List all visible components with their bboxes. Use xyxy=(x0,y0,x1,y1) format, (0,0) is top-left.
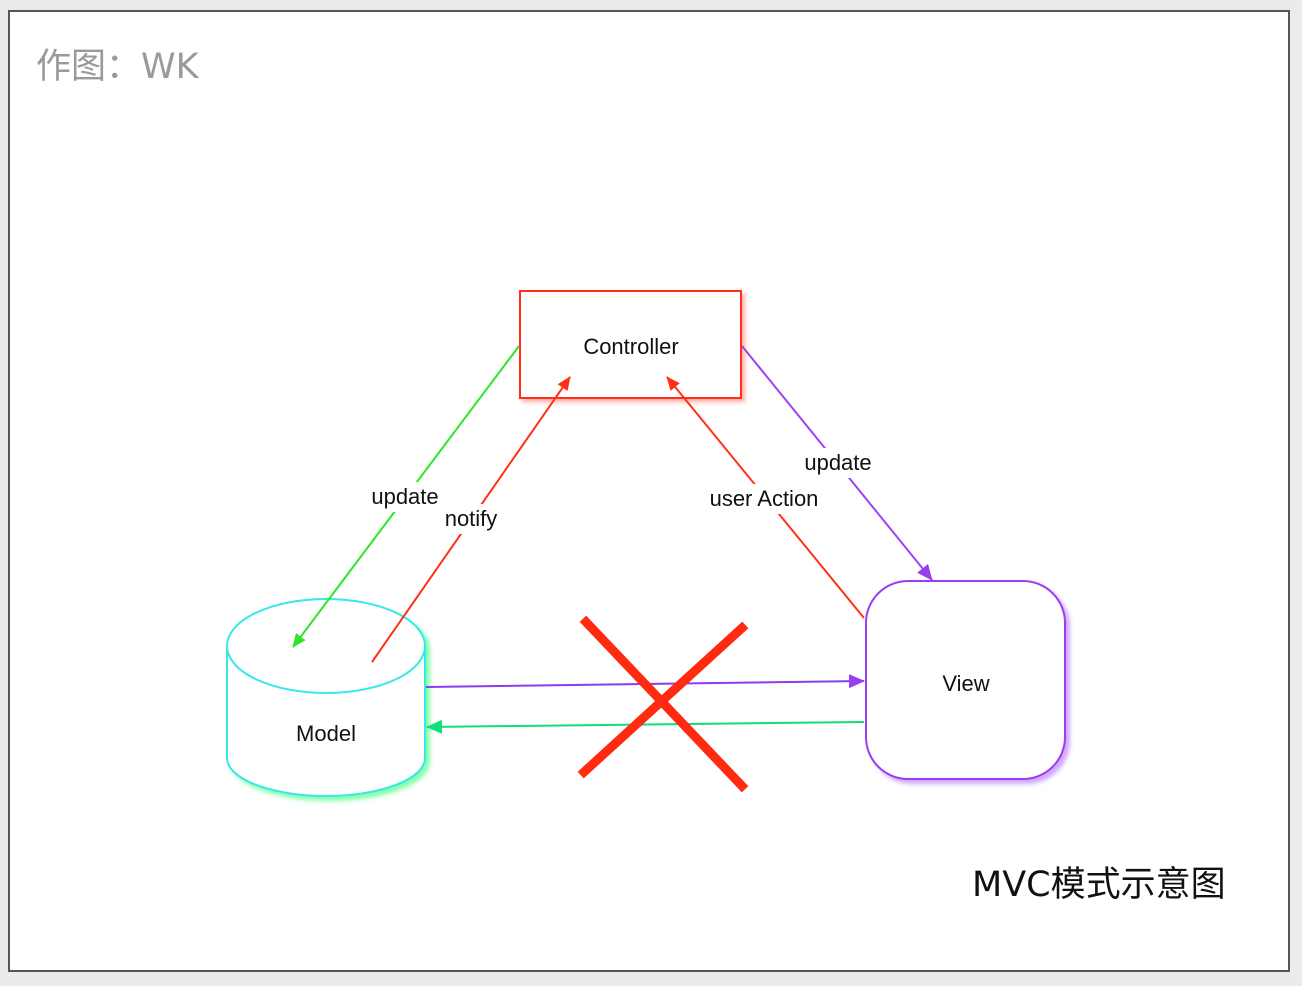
diagram-canvas xyxy=(8,10,1290,972)
forbidden-cross-mark xyxy=(577,615,749,793)
edge-label-controller-to-model: update xyxy=(371,484,438,509)
edge-view-to-model xyxy=(426,719,865,734)
model-label: Model xyxy=(296,721,356,746)
view-label: View xyxy=(942,671,989,696)
controller-label: Controller xyxy=(583,334,678,359)
model-cylinder-top xyxy=(226,598,426,694)
diagram-caption: MVC模式示意图 xyxy=(972,865,1226,905)
edge-label-model-to-controller: notify xyxy=(445,506,498,531)
edge-label-bg xyxy=(366,482,446,512)
view-box xyxy=(865,580,1066,780)
author-label: 作图：WK xyxy=(36,47,199,87)
edge-label-view-to-controller: user Action xyxy=(710,486,819,511)
model-node xyxy=(226,598,426,797)
edge-label-bg xyxy=(700,484,828,514)
edge-label-bg xyxy=(798,448,878,478)
controller-node: Controller xyxy=(519,290,742,399)
controller-box xyxy=(519,290,742,399)
edge-label-controller-to-view: update xyxy=(804,450,871,475)
edge-label-bg xyxy=(440,504,504,534)
view-node: View xyxy=(865,580,1066,780)
